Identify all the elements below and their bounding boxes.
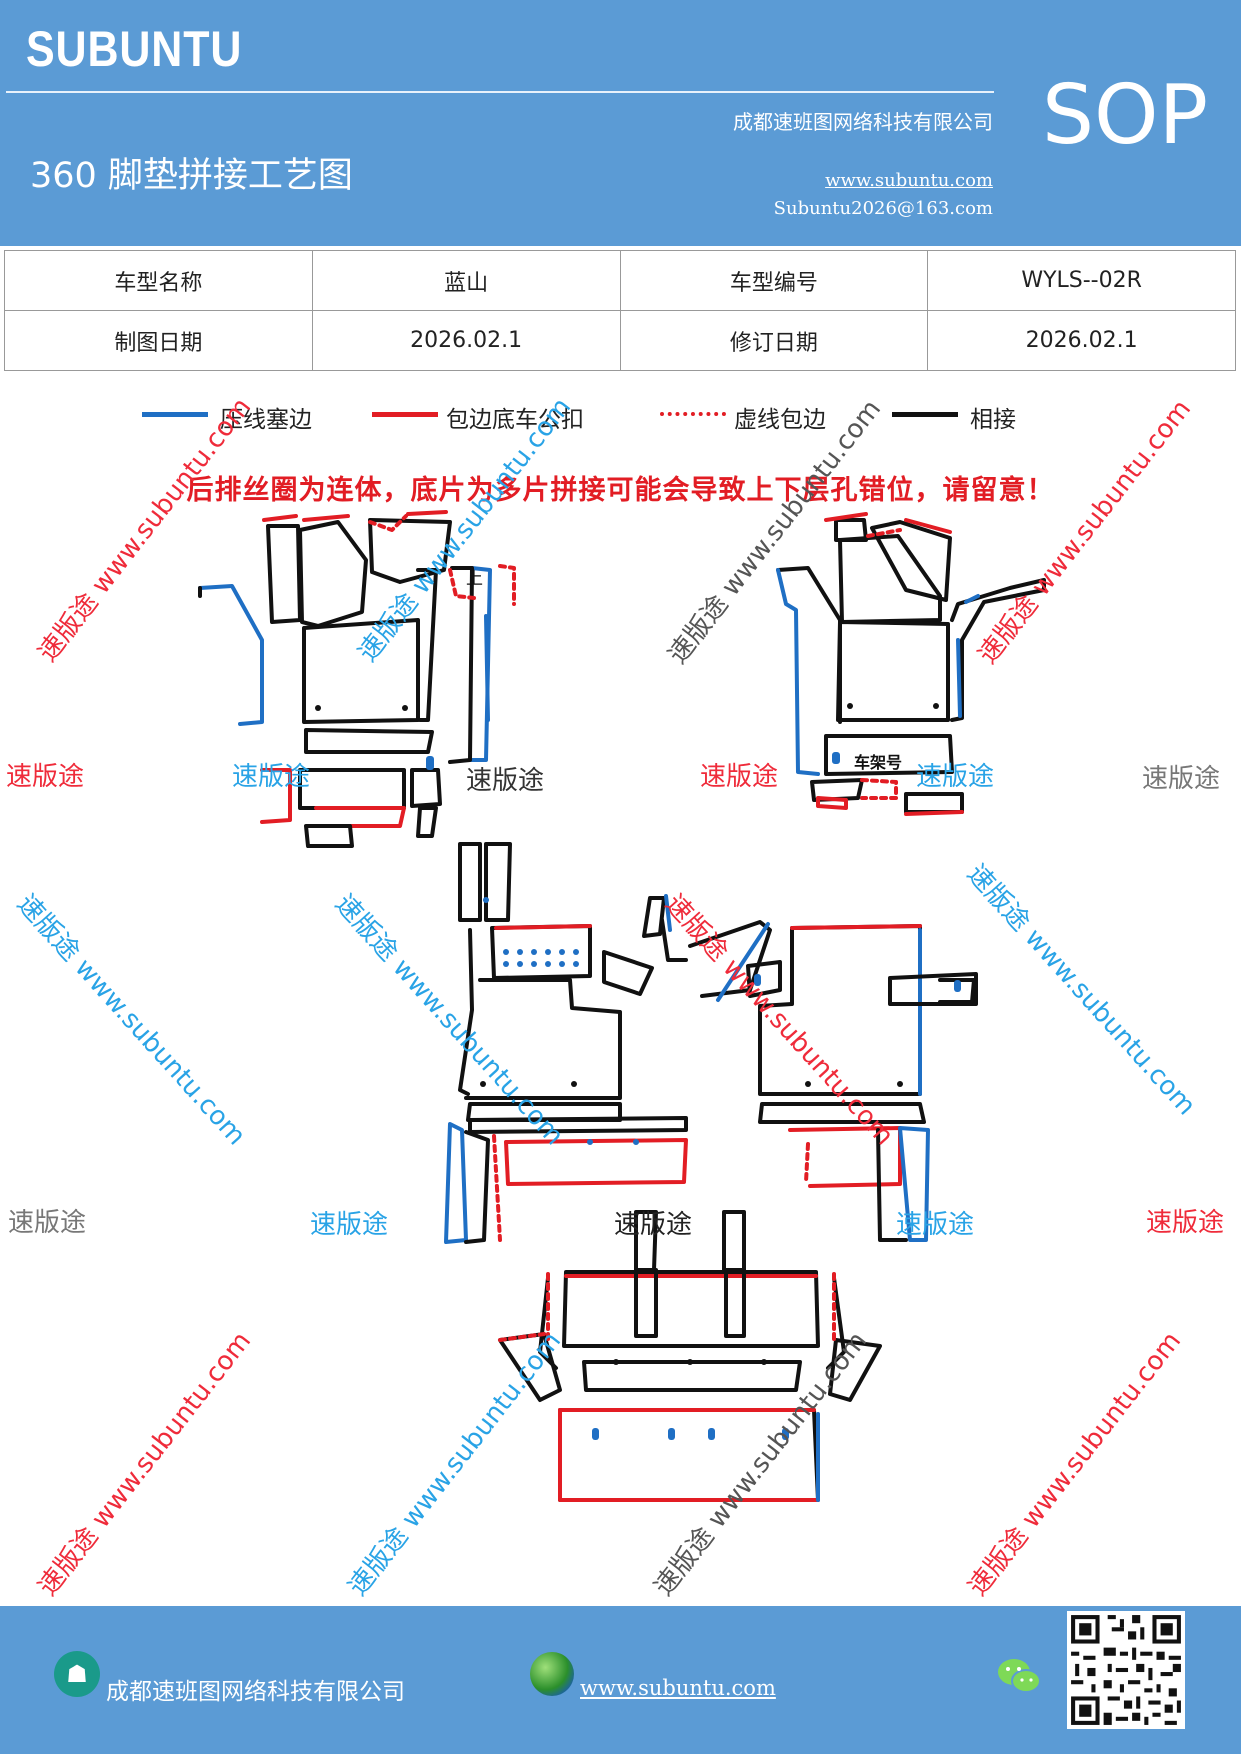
table-cell: 修订日期: [619, 310, 929, 371]
doc-type-label: SOP: [1042, 68, 1209, 163]
mat-driver-front: [198, 510, 516, 848]
table-row: 车型名称 蓝山 车型编号 WYLS--02R: [4, 250, 1236, 311]
legend-label: 虚线包边: [734, 407, 826, 433]
table-cell: 车型编号: [619, 250, 929, 311]
footer-website-link[interactable]: www.subuntu.com: [580, 1676, 776, 1700]
mat-passenger-floor: [746, 924, 978, 1242]
header-banner: SUBUNTU 成都速班图网络科技有限公司 360 脚垫拼接工艺图 www.su…: [0, 0, 1241, 246]
company-icon: ☗: [54, 1651, 100, 1697]
table-row: 制图日期 2026.02.1 修订日期 2026.02.1: [4, 310, 1236, 371]
watermark-text: 速版途: [8, 1208, 87, 1238]
watermark-text: 速版途: [310, 1210, 389, 1240]
legend-swatch-black: [892, 412, 958, 417]
website-link[interactable]: www.subuntu.com: [825, 170, 993, 191]
legend-label: 压线塞边: [220, 407, 312, 433]
legend-label: 包边底车公扣: [446, 407, 584, 433]
legend-swatch-red-dotted: [660, 412, 726, 416]
table-cell: 蓝山: [311, 250, 621, 311]
watermark-text: 速版途: [916, 762, 995, 792]
watermark-text: 速版途: [6, 762, 85, 792]
watermark-text: 速版途: [1142, 764, 1221, 794]
table-cell: 制图日期: [4, 310, 313, 371]
table-cell: WYLS--02R: [927, 250, 1236, 311]
top-direction-label: 上: [466, 569, 483, 589]
company-name: 成都速班图网络科技有限公司: [733, 110, 993, 134]
legend-label: 相接: [970, 407, 1016, 433]
table-cell: 2026.02.1: [311, 310, 621, 371]
email-address: Subuntu2026@163.com: [773, 198, 993, 219]
footer-banner: ☗ 成都速班图网络科技有限公司 www.subuntu.com: [0, 1606, 1241, 1754]
watermark-text: 速版途: [896, 1210, 975, 1240]
page-title: 360 脚垫拼接工艺图: [30, 156, 353, 196]
warning-message: 后排丝圈为连体，底片为多片拼接可能会导致上下层孔错位，请留意！: [186, 475, 1055, 506]
legend-swatch-red: [372, 412, 438, 417]
brand-logo: SUBUNTU: [26, 21, 243, 77]
table-cell: 2026.02.1: [927, 310, 1236, 371]
watermark-text: 速版途: [1146, 1208, 1225, 1238]
vehicle-info-table: 车型名称 蓝山 车型编号 WYLS--02R 制图日期 2026.02.1 修订…: [4, 250, 1236, 371]
watermark-text: 速版途: [466, 766, 545, 796]
mat-passenger-front: [776, 512, 1046, 816]
frame-number-label: 车架号: [854, 753, 902, 772]
watermark-text: 速版途: [700, 762, 779, 792]
line-legend: 压线塞边 包边底车公扣 虚线包边 相接: [0, 400, 1241, 440]
mat-driver-floor: [444, 842, 772, 1244]
wechat-icon: [998, 1659, 1041, 1693]
watermark-text: 速版途: [614, 1210, 693, 1240]
table-cell: 车型名称: [4, 250, 313, 311]
globe-icon: [530, 1652, 574, 1696]
legend-swatch-blue: [142, 412, 208, 417]
footer-company-name: 成都速班图网络科技有限公司: [106, 1679, 405, 1705]
header-divider: [6, 91, 994, 93]
qr-code[interactable]: [1067, 1611, 1185, 1729]
mat-rear: [498, 1210, 882, 1502]
watermark-text: 速版途: [232, 762, 311, 792]
